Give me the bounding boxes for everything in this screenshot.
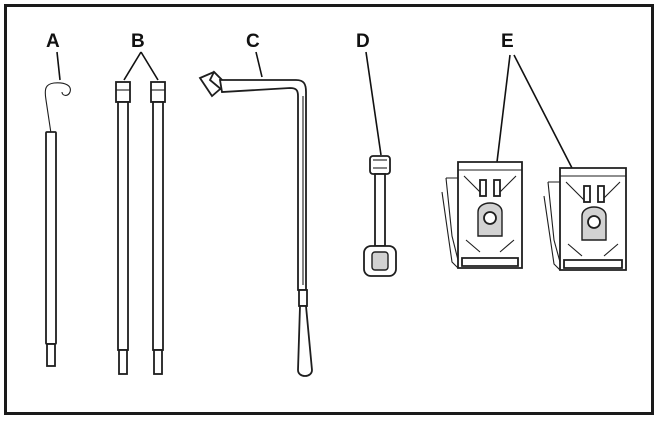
leader-e-left [496,54,511,163]
jack-handle-hook-icon [44,82,71,367]
leader-d [365,51,382,156]
jack-bracket-right-icon [543,167,627,271]
leader-b-left [123,51,142,81]
wheel-wrench-icon [198,70,313,377]
label-b: B [131,31,145,52]
label-c: C [246,31,260,52]
leader-c [255,51,263,78]
leader-a [56,51,61,81]
extension-rods-icon [115,81,166,375]
label-a: A [46,31,60,52]
jack-bracket-left-icon [441,161,523,269]
label-e: E [501,31,514,52]
leader-b-right [140,51,159,81]
diagram-frame [4,4,654,415]
retainer-bolt-icon [363,155,397,277]
leader-e-right [513,54,573,169]
label-d: D [356,31,370,52]
